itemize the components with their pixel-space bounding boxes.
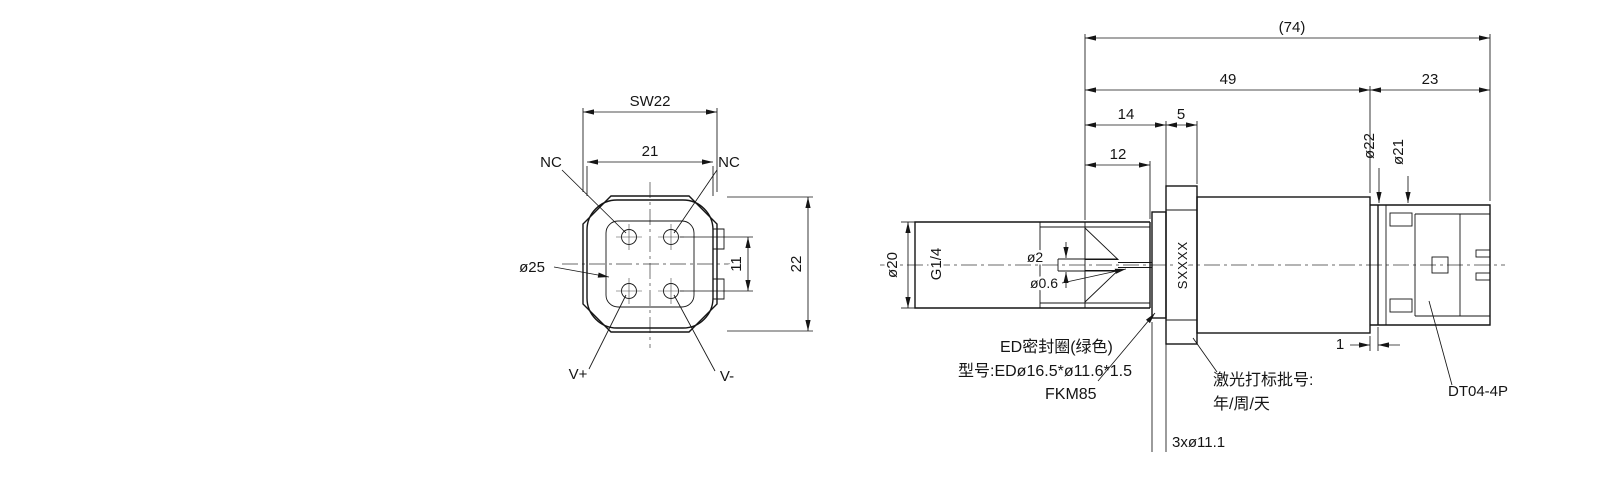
bore-dia06 (1118, 262, 1152, 268)
note-seal-line1: ED密封圈(绿色) (1000, 338, 1113, 356)
pin-top-right (658, 224, 684, 250)
socket-cavity (1414, 213, 1490, 317)
pin-bottom-right (658, 278, 684, 304)
pin-bottom-left (616, 278, 642, 304)
note-laser-line1: 激光打标批号: (1213, 371, 1313, 389)
connector-inner-housing (605, 220, 695, 308)
label-thread-g14: G1/4 (928, 248, 945, 281)
label-dim-12: 12 (1110, 146, 1127, 163)
label-v-plus: V+ (569, 366, 588, 383)
label-nc-right: NC (718, 154, 740, 171)
pin-top-left (616, 224, 642, 250)
label-dim-21: 21 (642, 143, 659, 160)
keying-tabs (713, 228, 725, 300)
label-dim-49: 49 (1220, 71, 1237, 88)
nc-right-leader (673, 169, 718, 234)
side-view-labels: (74) 49 23 14 5 12 ø22 ø21 ø20 G1/4 SXXX… (882, 19, 1509, 451)
seal-note-leader (1097, 312, 1156, 382)
sensor-body (1196, 196, 1371, 334)
v-minus-leader (673, 294, 716, 372)
front-view-dimensions (553, 108, 813, 372)
label-dia-25: ø25 (519, 259, 545, 276)
port-outline (914, 221, 1150, 309)
label-sw22: SW22 (630, 93, 671, 110)
label-dia-06: ø0.6 (1030, 275, 1058, 291)
nc-left-leader (561, 169, 627, 234)
label-dim-14: 14 (1118, 106, 1135, 123)
label-dia-22: ø22 (1361, 133, 1378, 159)
note-seal-line2: 型号:EDø16.5*ø11.6*1.5 (958, 362, 1132, 380)
front-view-geometry (562, 182, 738, 348)
connector-housing (1370, 204, 1491, 326)
label-v-minus: V- (720, 368, 734, 385)
label-dim-74: (74) (1279, 19, 1306, 36)
note-laser-line2: 年/周/天 (1213, 395, 1270, 413)
label-dim-11: 11 (728, 256, 745, 272)
terminal-pin-top (1475, 249, 1491, 258)
label-connector-dt04: DT04-4P (1448, 383, 1508, 400)
hex-silhouette (582, 195, 718, 333)
front-view-labels: SW22 21 NC NC ø25 11 22 V+ V- (519, 93, 805, 385)
connector-shell (586, 199, 714, 329)
annotation-notes: ED密封圈(绿色) 型号:EDø16.5*ø11.6*1.5 FKM85 激光打… (958, 338, 1313, 413)
label-nc-left: NC (540, 154, 562, 171)
label-dia-20: ø20 (884, 252, 901, 278)
section-hatch-lower (1084, 270, 1120, 304)
laser-note-leader (1192, 337, 1218, 373)
label-dia-21: ø21 (1390, 139, 1407, 165)
note-seal-line3: FKM85 (1045, 386, 1097, 403)
v-plus-leader (588, 294, 627, 370)
side-view-geometry (880, 185, 1505, 345)
latch-top (1389, 212, 1413, 227)
label-dim-1: 1 (1336, 336, 1344, 353)
label-dim-23: 23 (1422, 71, 1439, 88)
latch-bottom (1389, 298, 1413, 313)
side-view-dimensions (901, 34, 1491, 452)
label-dim-22: 22 (788, 256, 805, 273)
socket-wedge (1431, 256, 1449, 274)
connector-note-leader (1428, 300, 1453, 386)
label-dim-5: 5 (1177, 106, 1185, 123)
label-marking-sxxxx: SXXXX (1175, 241, 1190, 289)
bore-dia2 (1057, 258, 1118, 272)
dia25-leader (553, 266, 610, 278)
label-dia-2: ø2 (1027, 249, 1044, 265)
section-hatch-upper (1084, 226, 1120, 260)
terminal-pin-bottom (1475, 272, 1491, 281)
label-holes-3x: 3xø11.1 (1172, 434, 1225, 451)
